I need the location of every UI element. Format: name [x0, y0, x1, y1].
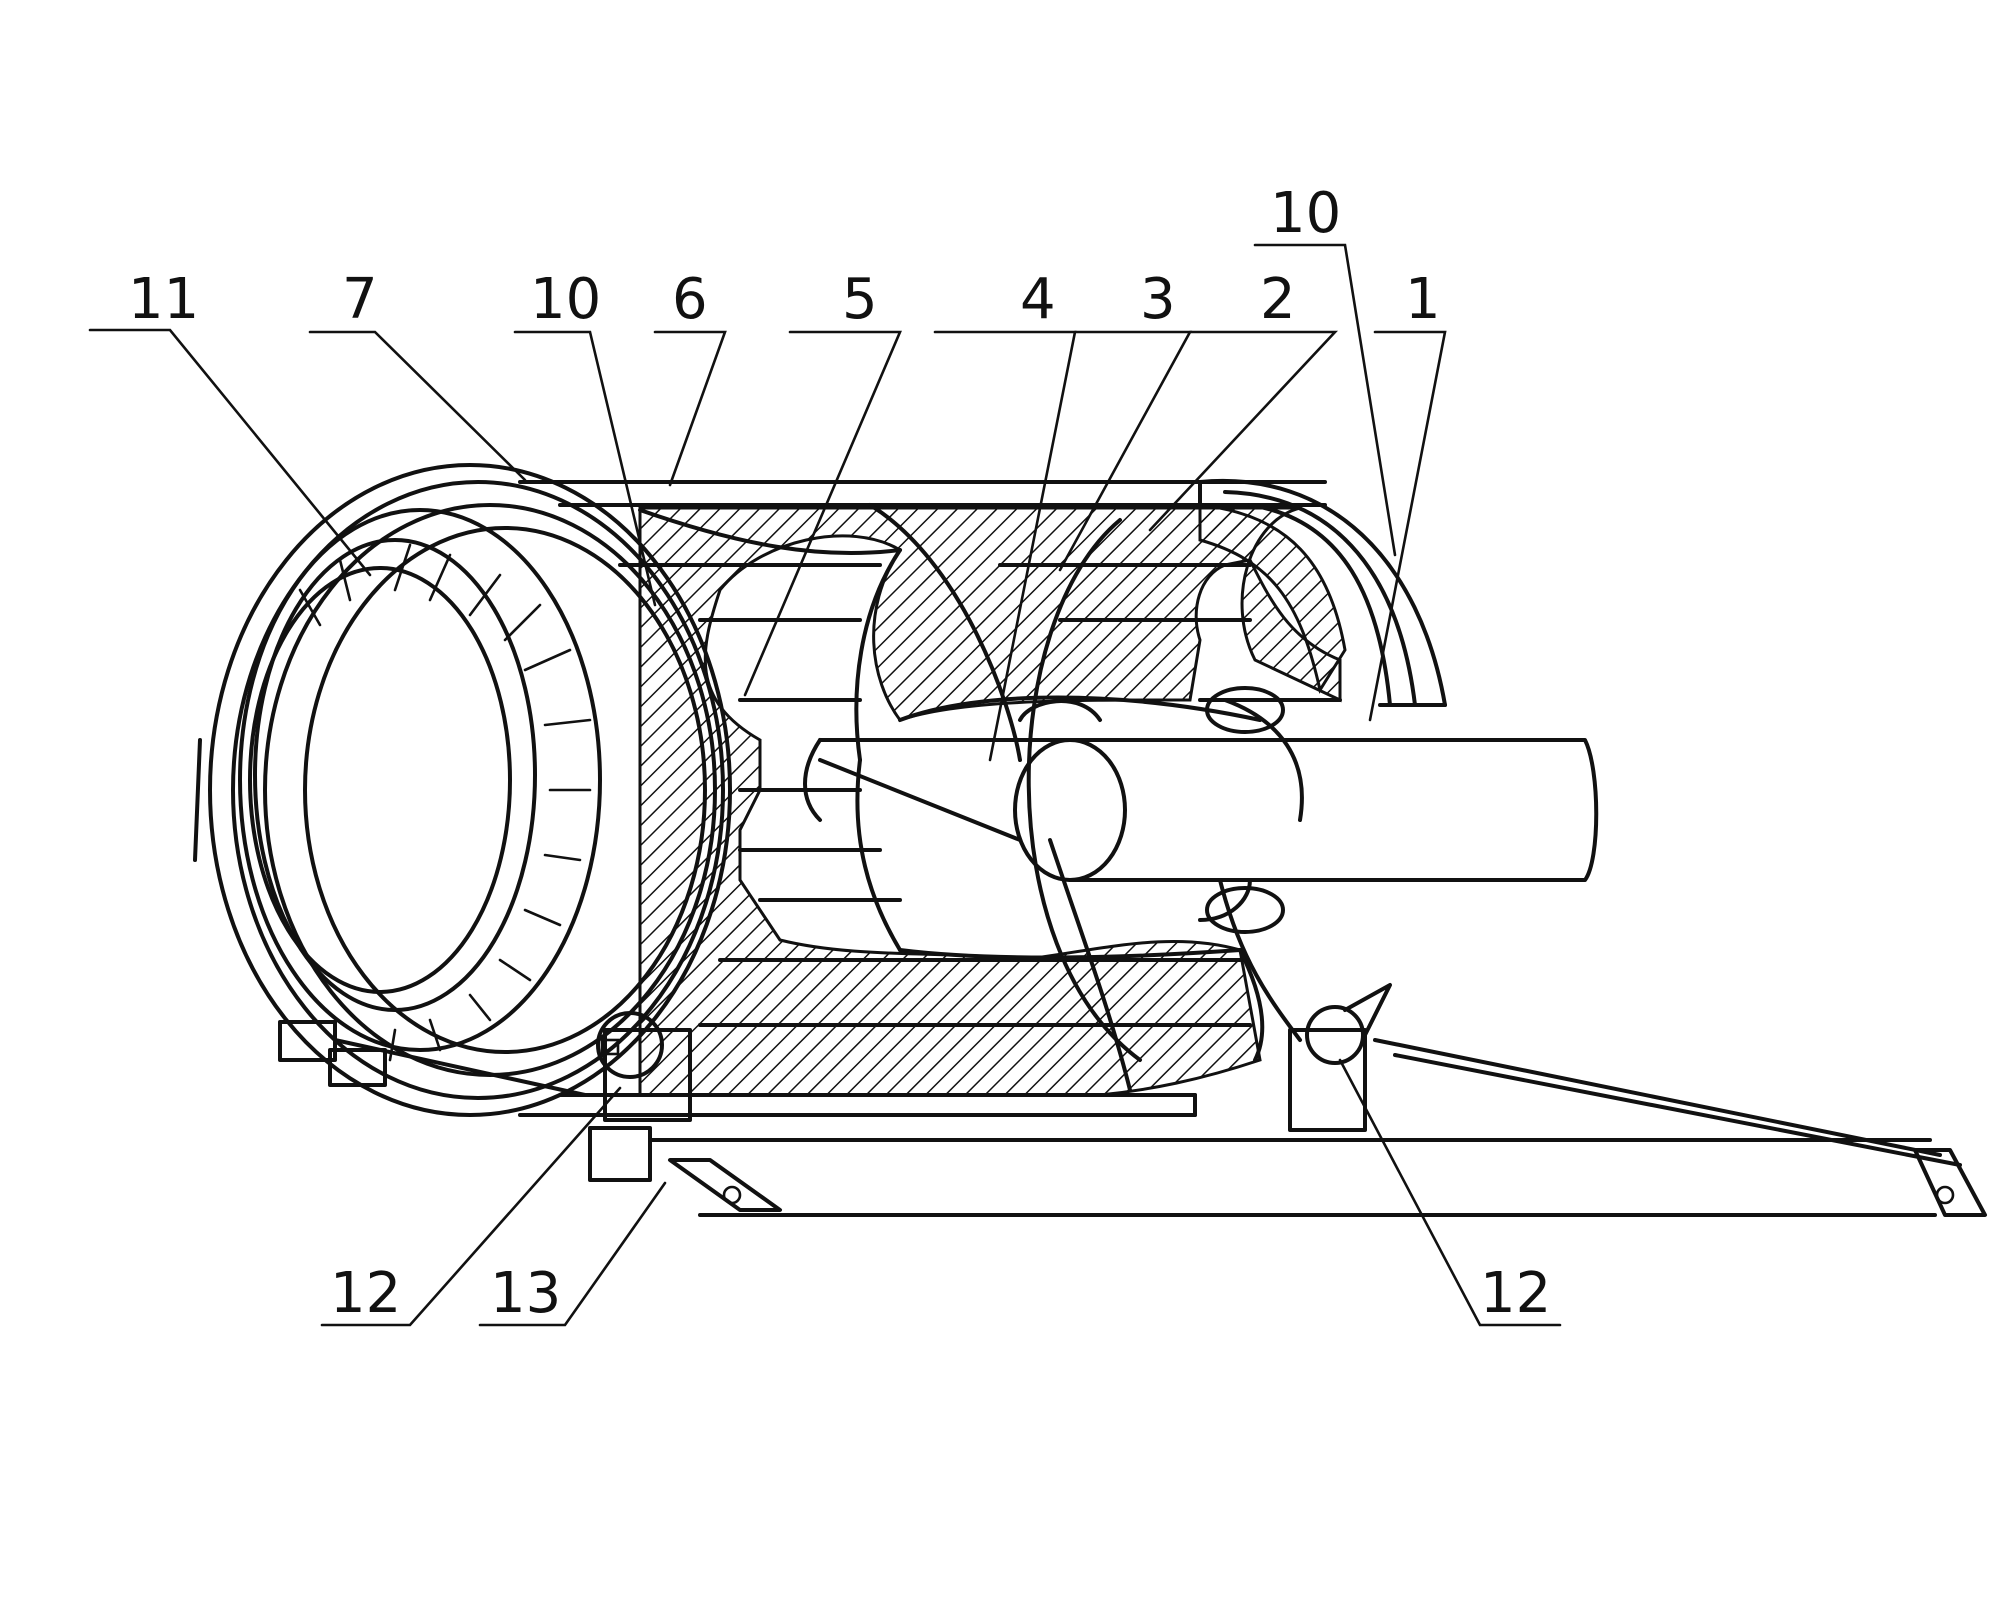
label-1: 1 [1405, 267, 1441, 332]
label-12-right: 12 [1480, 1261, 1551, 1326]
label-12-left: 12 [330, 1261, 401, 1326]
leader-lines [88, 243, 1562, 1327]
label-11: 11 [128, 267, 199, 332]
label-10-rear: 10 [1270, 181, 1341, 246]
label-5: 5 [842, 267, 878, 332]
front-end-assembly [193, 463, 732, 1117]
label-6: 6 [672, 267, 708, 332]
central-pipe [803, 738, 1599, 882]
label-7: 7 [342, 267, 378, 332]
front-flange-outer [208, 463, 732, 1117]
label-10-front: 10 [530, 267, 601, 332]
label-3: 3 [1140, 267, 1176, 332]
front-flange-inner [263, 503, 717, 1077]
hood-rim [238, 508, 602, 1052]
hood-dome [248, 566, 512, 994]
label-13: 13 [490, 1261, 561, 1326]
base-frame [278, 1020, 1987, 1217]
label-4: 4 [1020, 267, 1056, 332]
support-roller-right [1288, 983, 1392, 1132]
label-2: 2 [1260, 267, 1296, 332]
callout-labels: 11 7 10 6 5 4 3 2 1 10 12 13 12 [128, 181, 1551, 1326]
end-flange-right [1198, 478, 1447, 707]
internal-baffle [868, 503, 1304, 1092]
